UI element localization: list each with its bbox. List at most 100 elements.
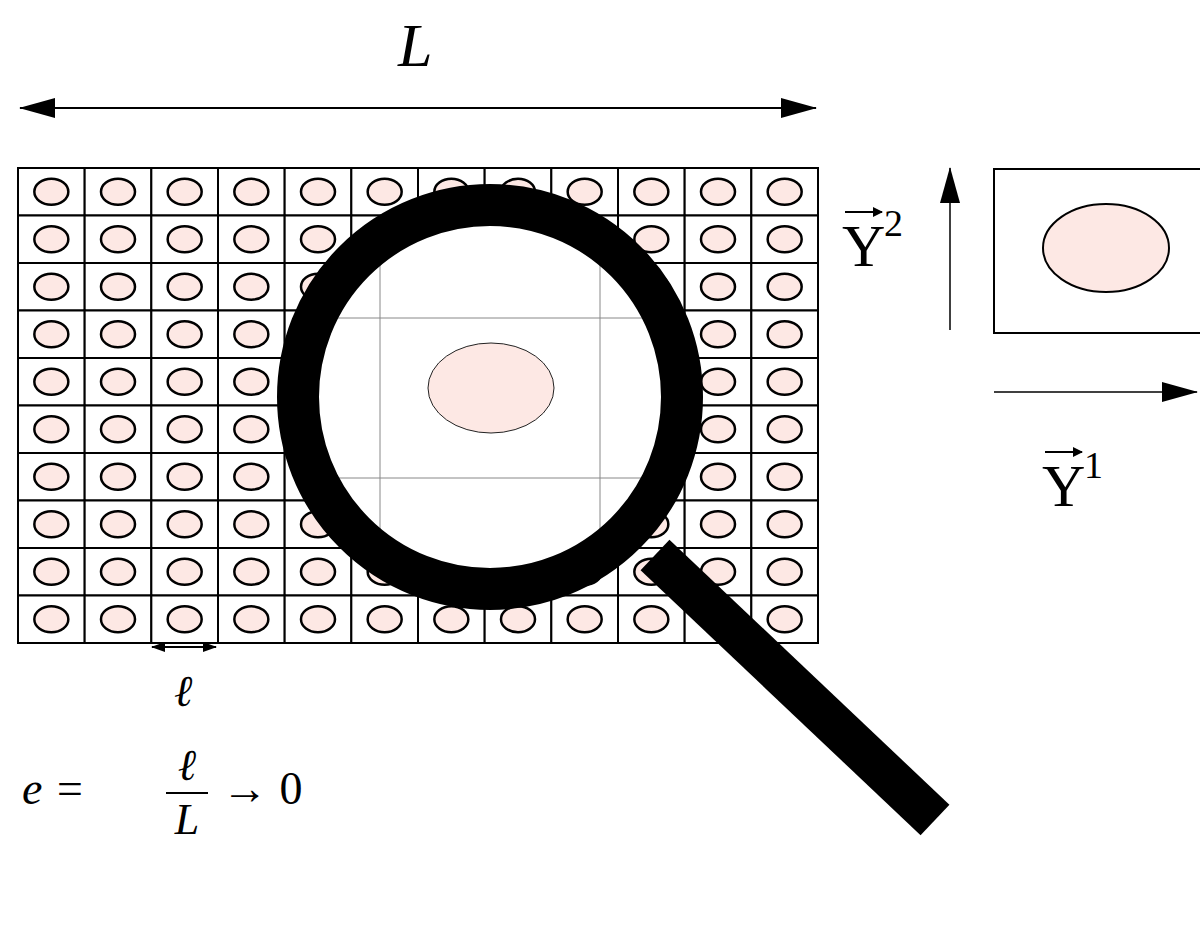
inclusion bbox=[168, 559, 202, 585]
inclusion bbox=[301, 226, 335, 252]
grid-cell bbox=[685, 501, 752, 549]
grid-cell bbox=[85, 406, 152, 454]
y2-axis bbox=[949, 168, 951, 330]
inclusion bbox=[34, 464, 68, 490]
inclusion bbox=[34, 321, 68, 347]
inclusion bbox=[234, 416, 268, 442]
inclusion bbox=[768, 559, 802, 585]
grid-cell bbox=[85, 453, 152, 501]
inclusion bbox=[34, 226, 68, 252]
grid-cell bbox=[351, 596, 418, 644]
inclusion bbox=[768, 369, 802, 395]
inclusion bbox=[768, 321, 802, 347]
grid-cell bbox=[151, 216, 218, 264]
grid-cell bbox=[151, 501, 218, 549]
inclusion bbox=[768, 226, 802, 252]
ratio-label: e = bbox=[22, 766, 85, 812]
grid-cell bbox=[285, 548, 352, 596]
inclusion bbox=[101, 274, 135, 300]
inclusion bbox=[434, 606, 468, 632]
inclusion bbox=[168, 464, 202, 490]
grid-cell bbox=[151, 311, 218, 359]
inclusion bbox=[701, 464, 735, 490]
grid-cell bbox=[18, 263, 85, 311]
grid-cell bbox=[618, 168, 685, 216]
inclusion bbox=[768, 179, 802, 205]
grid-cell bbox=[751, 501, 818, 549]
grid-cell bbox=[18, 548, 85, 596]
inclusion bbox=[768, 274, 802, 300]
magnified-cell bbox=[280, 200, 700, 600]
inclusion bbox=[234, 606, 268, 632]
grid-cell bbox=[85, 358, 152, 406]
vector-arrow bbox=[845, 211, 882, 213]
length-label: L bbox=[398, 14, 432, 76]
inclusion bbox=[634, 606, 668, 632]
lens-handle bbox=[655, 555, 935, 820]
grid-cell bbox=[151, 453, 218, 501]
grid-cell bbox=[218, 358, 285, 406]
cell-size-label: ℓ bbox=[174, 670, 192, 714]
cell-size-arrow bbox=[152, 646, 216, 648]
grid-cell bbox=[151, 406, 218, 454]
inclusion bbox=[234, 321, 268, 347]
inclusion bbox=[168, 179, 202, 205]
grid-cell bbox=[218, 548, 285, 596]
inclusion bbox=[768, 606, 802, 632]
inclusion bbox=[701, 179, 735, 205]
grid-cell bbox=[751, 358, 818, 406]
grid-cell bbox=[218, 168, 285, 216]
inclusion bbox=[701, 511, 735, 537]
axis-label: Y bbox=[842, 216, 885, 276]
grid-cell bbox=[751, 311, 818, 359]
grid-cell bbox=[18, 358, 85, 406]
inclusion bbox=[501, 606, 535, 632]
grid-cell bbox=[18, 501, 85, 549]
inclusion bbox=[34, 179, 68, 205]
axis-index: 2 bbox=[884, 204, 903, 242]
inclusion bbox=[234, 274, 268, 300]
grid-cell bbox=[18, 311, 85, 359]
inclusion bbox=[701, 226, 735, 252]
grid-cell bbox=[685, 453, 752, 501]
grid-cell bbox=[751, 406, 818, 454]
grid-cell bbox=[218, 453, 285, 501]
inclusion bbox=[634, 179, 668, 205]
inclusion bbox=[168, 321, 202, 347]
inclusion bbox=[101, 416, 135, 442]
grid-cell bbox=[685, 216, 752, 264]
inclusion bbox=[234, 179, 268, 205]
inclusion bbox=[101, 369, 135, 395]
grid-cell bbox=[685, 263, 752, 311]
grid-cell bbox=[751, 216, 818, 264]
inclusion bbox=[168, 274, 202, 300]
inclusion bbox=[701, 274, 735, 300]
inclusion bbox=[101, 559, 135, 585]
grid-cell bbox=[151, 548, 218, 596]
grid-cell bbox=[551, 596, 618, 644]
inclusion bbox=[301, 559, 335, 585]
inclusion bbox=[234, 559, 268, 585]
inclusion bbox=[301, 606, 335, 632]
grid-cell bbox=[85, 596, 152, 644]
inclusion bbox=[101, 321, 135, 347]
grid-cell bbox=[751, 263, 818, 311]
grid-cell bbox=[218, 311, 285, 359]
unit-cell bbox=[994, 169, 1200, 333]
inclusion bbox=[101, 226, 135, 252]
inclusion bbox=[101, 179, 135, 205]
inclusion bbox=[568, 606, 602, 632]
grid-cell bbox=[618, 596, 685, 644]
inclusion bbox=[168, 606, 202, 632]
grid-cell bbox=[18, 453, 85, 501]
inclusion bbox=[168, 226, 202, 252]
inclusion bbox=[34, 274, 68, 300]
inclusion bbox=[701, 321, 735, 347]
grid-cell bbox=[285, 596, 352, 644]
inclusion bbox=[768, 416, 802, 442]
grid-cell bbox=[151, 263, 218, 311]
grid-cell bbox=[18, 596, 85, 644]
inclusion bbox=[368, 606, 402, 632]
grid-cell bbox=[751, 453, 818, 501]
grid-cell bbox=[85, 501, 152, 549]
